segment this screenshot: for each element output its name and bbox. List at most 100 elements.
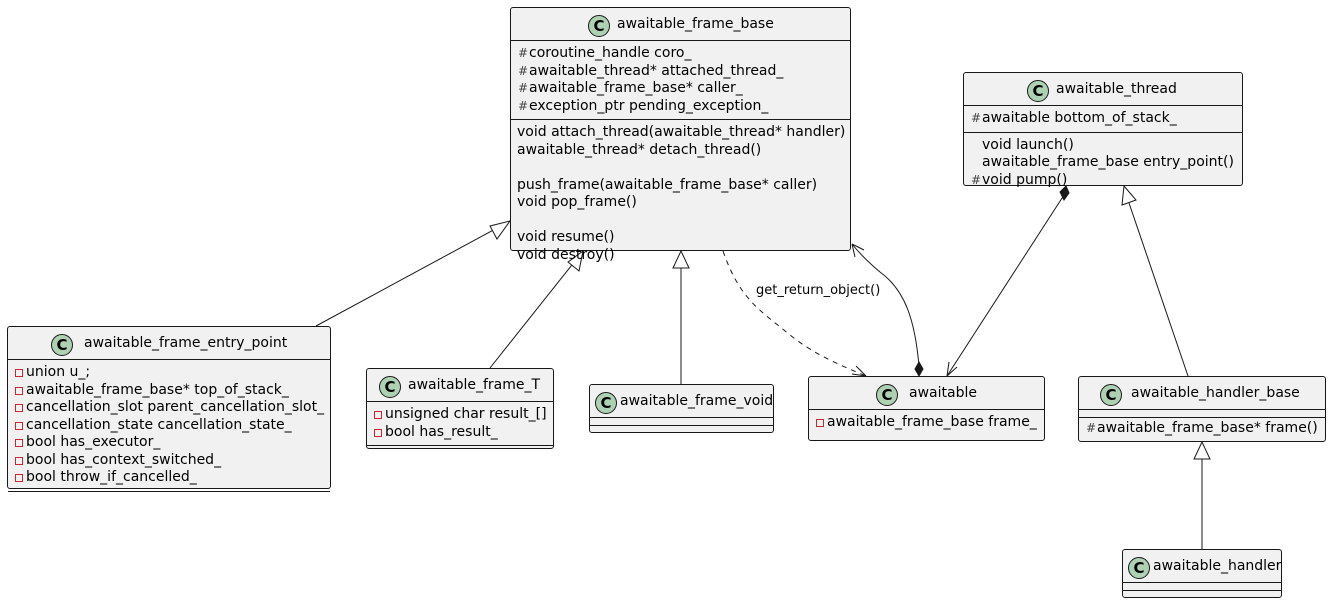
member-text: awaitable_thread* detach_thread() — [517, 141, 762, 158]
class-name: awaitable_frame_T — [408, 377, 541, 393]
method-row: void pop_frame() — [511, 194, 850, 212]
class-name: awaitable — [909, 385, 977, 401]
methods-section: void launch() awaitable_frame_base entry… — [964, 133, 1242, 194]
member-text: void attach_thread(awaitable_thread* han… — [517, 124, 846, 140]
member-text: awaitable_frame_base* caller_ — [529, 80, 743, 96]
member-text: awaitable_thread* attached_thread_ — [529, 62, 784, 79]
member-text: bool has_executor_ — [26, 434, 161, 450]
method-row: void destroy() — [511, 247, 850, 265]
edge-awaitable-composes-frame-base — [851, 243, 920, 367]
protected-marker: # — [518, 98, 529, 113]
fields-section: #awaitable bottom_of_stack_ — [964, 106, 1242, 133]
private-marker: - — [816, 414, 824, 437]
member-text: void resume() — [517, 229, 615, 245]
private-marker: - — [15, 364, 23, 387]
edge-handler-base-extends-thread — [1128, 202, 1189, 377]
private-square-icon — [15, 439, 23, 447]
arrowhead-get-return-object — [851, 365, 867, 377]
class-awaitable-frame-base[interactable]: C awaitable_frame_base #coroutine_handle… — [510, 7, 851, 263]
member-text: awaitable bottom_of_stack_ — [982, 110, 1177, 126]
member-text: bool throw_if_cancelled_ — [26, 469, 197, 485]
fields-section: #coroutine_handle coro_ #awaitable_threa… — [511, 41, 850, 120]
protected-marker: # — [971, 111, 982, 125]
class-icon: C — [595, 392, 617, 414]
method-row: void attach_thread(awaitable_thread* han… — [511, 124, 850, 142]
class-name: awaitable_frame_void — [620, 393, 774, 409]
private-marker: - — [15, 399, 23, 422]
member-text: void pop_frame() — [517, 194, 637, 210]
private-square-icon — [15, 421, 23, 430]
edge-label-get-return-object: get_return_object() — [756, 283, 881, 298]
class-icon: C — [588, 15, 610, 37]
private-marker: - — [374, 406, 382, 429]
method-row: void resume() — [511, 229, 850, 247]
private-marker: - — [15, 417, 23, 440]
field-row: -bool has_executor_ — [8, 434, 330, 452]
class-icon: C — [876, 384, 898, 406]
private-marker: - — [15, 382, 23, 405]
member-text: unsigned char result_[] — [385, 406, 547, 422]
member-text: cancellation_slot parent_cancellation_sl… — [26, 399, 325, 415]
member-text: exception_ptr pending_exception_ — [529, 97, 769, 114]
field-row: -union u_; — [8, 364, 330, 382]
member-text: push_frame(awaitable_frame_base* caller) — [517, 176, 818, 193]
class-icon: C — [1027, 80, 1049, 102]
member-text: bool has_result_ — [385, 423, 498, 440]
field-row: -bool has_result_ — [367, 424, 553, 442]
field-row: -cancellation_state cancellation_state_ — [8, 417, 330, 435]
class-awaitable-thread[interactable]: C awaitable_thread #awaitable bottom_of_… — [963, 72, 1243, 188]
private-square-icon — [816, 419, 824, 427]
member-text: coroutine_handle coro_ — [529, 45, 692, 61]
member-text: awaitable_frame_base entry_point() — [982, 154, 1234, 170]
field-row: #exception_ptr pending_exception_ — [511, 98, 850, 116]
class-name: awaitable_thread — [1056, 81, 1177, 97]
field-row: -awaitable_frame_base* top_of_stack_ — [8, 382, 330, 400]
field-row: -unsigned char result_[] — [367, 406, 553, 424]
class-awaitable-handler[interactable]: C awaitable_handler — [1122, 549, 1282, 598]
field-row: -awaitable_frame_base frame_ — [809, 414, 1044, 432]
private-marker: - — [15, 434, 23, 457]
arrowhead-awaitable — [946, 361, 958, 377]
protected-marker: # — [518, 63, 529, 78]
class-icon: C — [1128, 557, 1150, 579]
member-text: void pump() — [982, 171, 1068, 188]
private-square-icon — [15, 404, 23, 412]
private-marker: - — [374, 424, 382, 447]
member-text: void destroy() — [517, 246, 615, 263]
fields-section — [1123, 583, 1281, 591]
diamond-awaitable — [914, 360, 924, 378]
class-name: awaitable_frame_base — [617, 16, 774, 32]
private-marker: - — [15, 452, 23, 475]
member-text: union u_; — [26, 364, 91, 380]
class-awaitable-frame-t[interactable]: C awaitable_frame_T -unsigned char resul… — [366, 368, 554, 449]
fields-section — [590, 418, 773, 426]
hollow-triangle-frame-void — [672, 249, 690, 269]
protected-marker: # — [518, 81, 529, 95]
method-row: push_frame(awaitable_frame_base* caller) — [511, 177, 850, 195]
class-awaitable[interactable]: C awaitable -awaitable_frame_base frame_ — [808, 376, 1045, 441]
class-awaitable-handler-base[interactable]: C awaitable_handler_base #awaitable_fram… — [1078, 376, 1326, 442]
field-row: #awaitable_frame_base* caller_ — [511, 80, 850, 98]
hollow-triangle-frame-t — [567, 249, 584, 272]
diamond-thread — [1059, 185, 1070, 201]
fields-section: -union u_; -awaitable_frame_base* top_of… — [8, 360, 330, 492]
hollow-triangle-handler-base — [1193, 440, 1211, 460]
class-icon: C — [51, 334, 73, 356]
class-icon: C — [379, 376, 401, 398]
member-text: bool has_context_switched_ — [26, 451, 222, 468]
edge-frame-t-extends-frame-base — [489, 250, 584, 369]
methods-section: #awaitable_frame_base* frame() — [1079, 418, 1325, 442]
arrowhead-frame-base — [851, 243, 865, 258]
private-square-icon — [15, 456, 23, 465]
class-name: awaitable_frame_entry_point — [84, 335, 288, 351]
private-square-icon — [15, 369, 23, 377]
class-awaitable-frame-void[interactable]: C awaitable_frame_void — [589, 384, 774, 433]
class-name: awaitable_handler_base — [1131, 385, 1300, 401]
edge-entry-point-extends-frame-base — [315, 220, 511, 327]
method-spacer — [511, 212, 850, 230]
field-row: -cancellation_slot parent_cancellation_s… — [8, 399, 330, 417]
method-row: #awaitable_frame_base* frame() — [1079, 420, 1325, 438]
class-awaitable-frame-entry-point[interactable]: C awaitable_frame_entry_point -union u_;… — [7, 326, 331, 492]
field-row: #awaitable bottom_of_stack_ — [964, 110, 1242, 128]
